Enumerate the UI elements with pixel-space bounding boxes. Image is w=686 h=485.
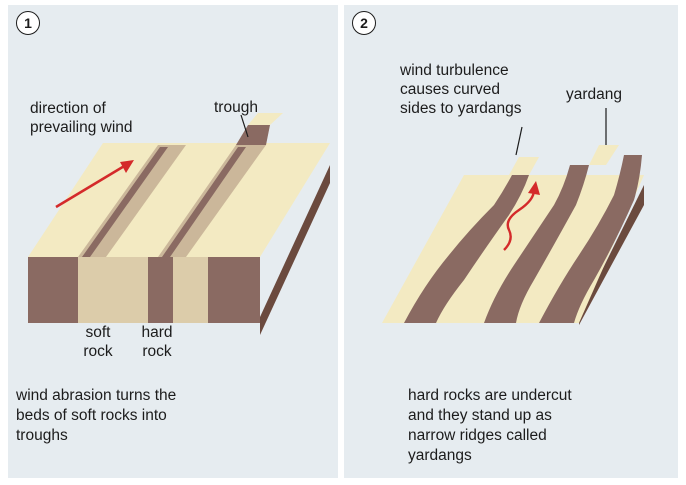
trough-wall-top (236, 125, 270, 145)
hard-rock-label: hard rock (136, 323, 178, 361)
soft-rock-line-1: soft (78, 323, 118, 342)
turbulence-line-2: causes curved (400, 80, 522, 99)
panel-wind-abrasion: 1 direction of prevailing wind trough so… (8, 5, 338, 478)
front-soft-2 (148, 257, 173, 323)
panel-2-caption-line-4: yardangs (408, 446, 572, 466)
panel-2-caption-line-1: hard rocks are undercut (408, 386, 572, 406)
soft-rock-label: soft rock (78, 323, 118, 361)
yardang-label: yardang (566, 85, 622, 104)
turbulence-leader-line (516, 127, 522, 155)
hard-rock-line-1: hard (136, 323, 178, 342)
front-soft-3 (208, 257, 260, 323)
panel-1-caption: wind abrasion turns the beds of soft roc… (16, 386, 176, 446)
panel-1-caption-line-2: beds of soft rocks into (16, 406, 176, 426)
yardang-top-1 (509, 157, 539, 175)
trough-label: trough (214, 98, 258, 117)
wind-direction-line-2: prevailing wind (30, 118, 133, 137)
turbulence-label: wind turbulence causes curved sides to y… (400, 61, 522, 118)
turbulence-line-1: wind turbulence (400, 61, 522, 80)
panel-2-caption-line-2: and they stand up as (408, 406, 572, 426)
panel-2-number: 2 (352, 11, 376, 35)
front-soft-1 (28, 257, 78, 323)
panel-1-number: 1 (16, 11, 40, 35)
soft-rock-line-2: rock (78, 342, 118, 361)
hard-rock-line-2: rock (136, 342, 178, 361)
panel-1-caption-line-3: troughs (16, 426, 176, 446)
turbulence-line-3: sides to yardangs (400, 99, 522, 118)
panel-2-caption-line-3: narrow ridges called (408, 426, 572, 446)
front-hard-1 (78, 257, 148, 323)
panel-2-caption: hard rocks are undercut and they stand u… (408, 386, 572, 466)
wind-direction-label: direction of prevailing wind (30, 99, 133, 137)
panel-1-caption-line-1: wind abrasion turns the (16, 386, 176, 406)
panel-yardangs: 2 wind turbulence causes curved sides to… (344, 5, 678, 478)
yardang-top-2 (589, 145, 619, 165)
wind-direction-line-1: direction of (30, 99, 133, 118)
